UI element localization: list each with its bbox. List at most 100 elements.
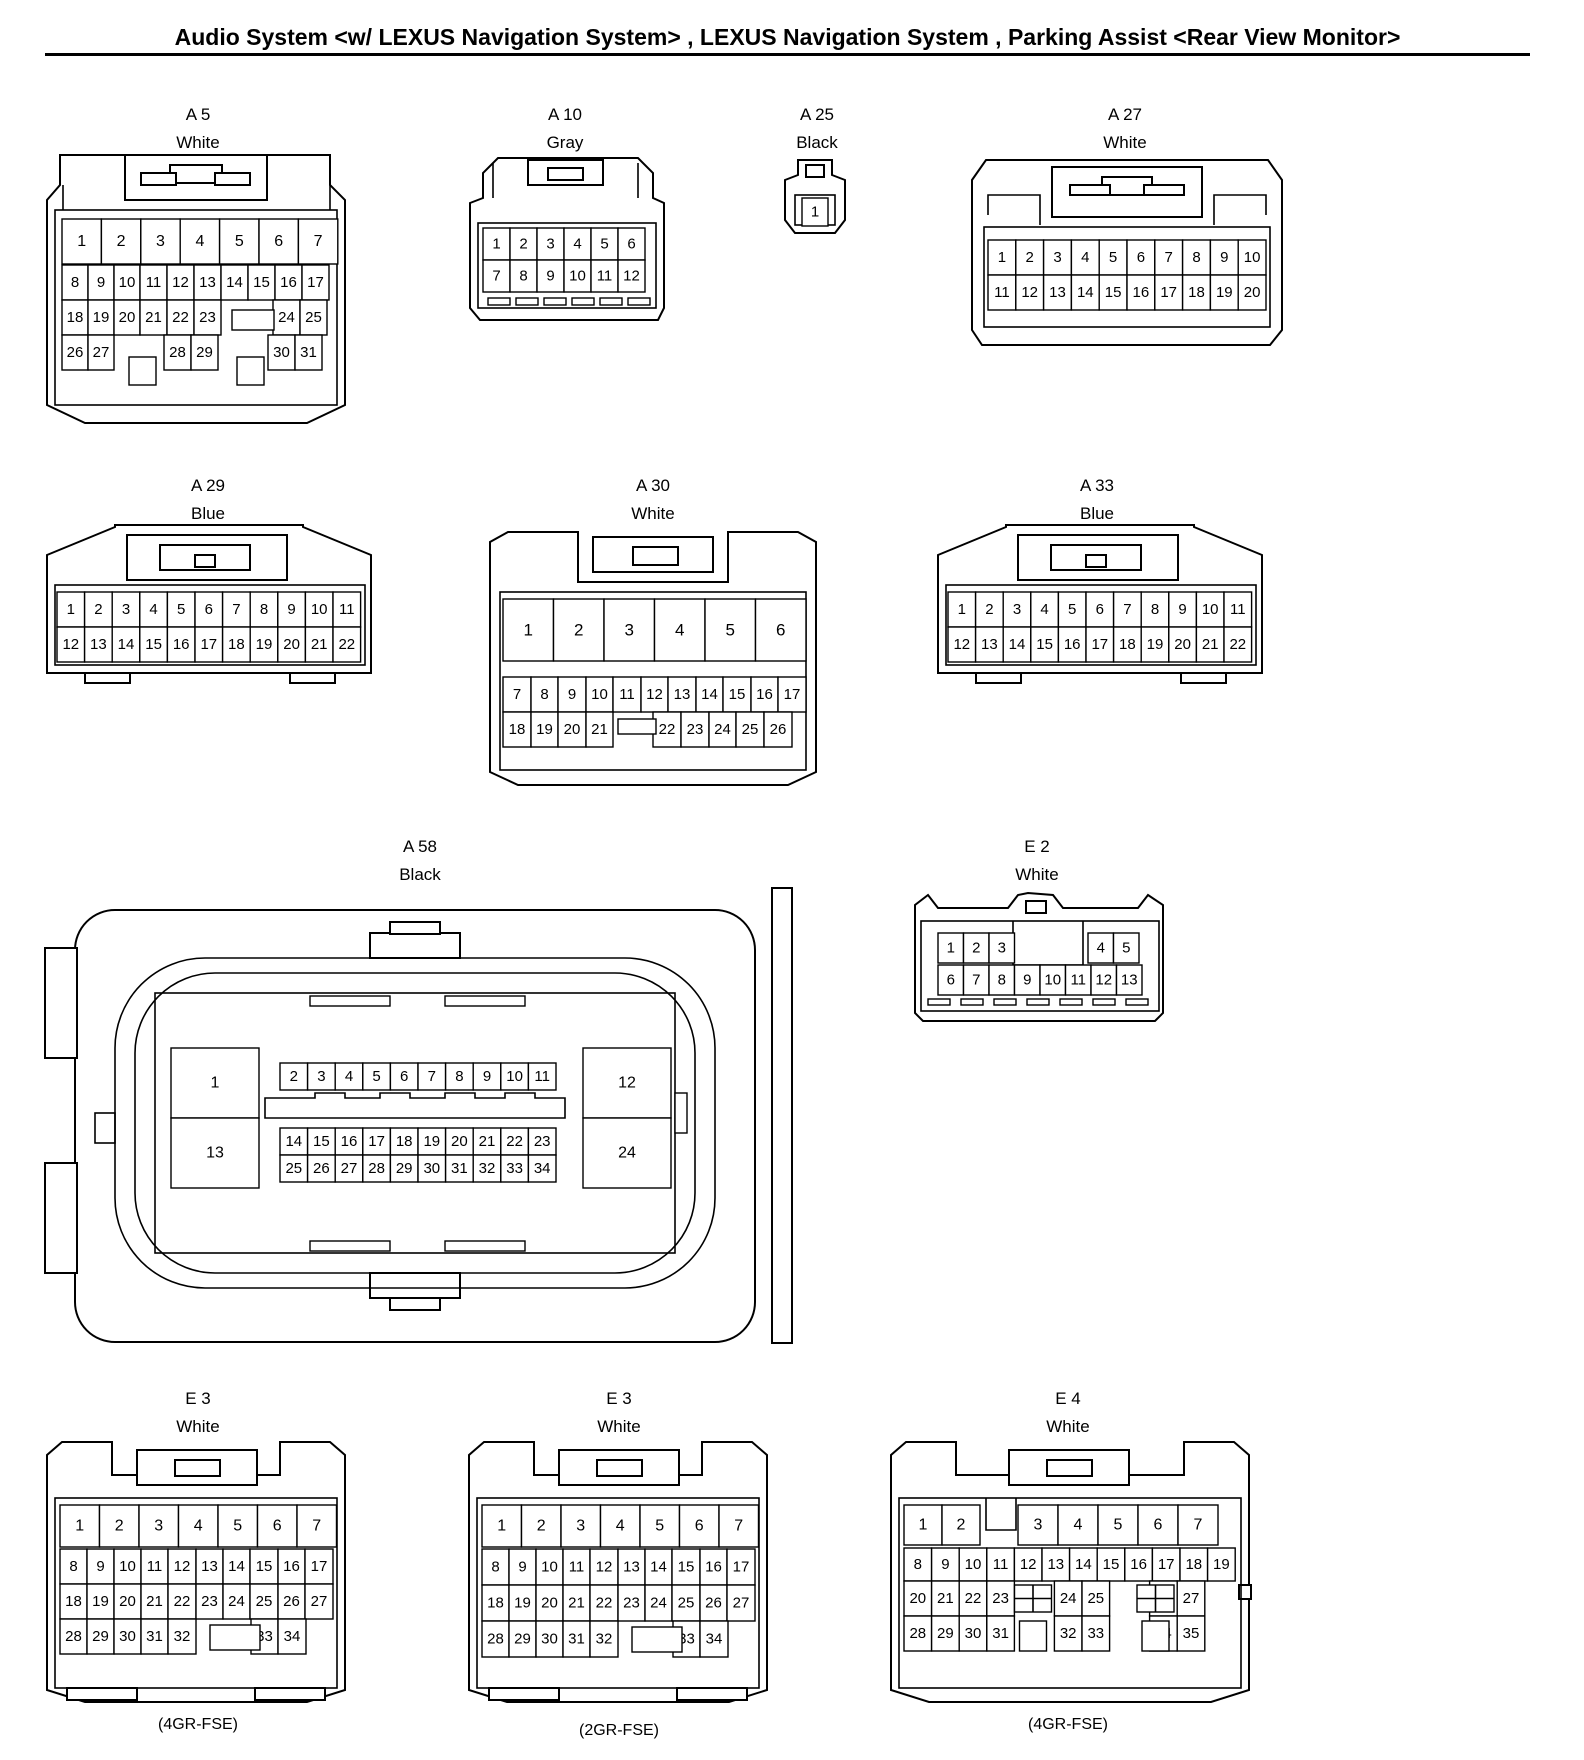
pin-number-A10-11: 11: [597, 268, 613, 285]
pin-number-A33-15: 15: [1036, 636, 1053, 653]
cavity: [301, 264, 330, 301]
pin-number-A33-8: 8: [1151, 601, 1159, 618]
variant-label-e3-2gr: (2GR-FSE): [579, 1722, 659, 1739]
pin-number-E3a-14: 14: [228, 1558, 245, 1575]
pin-number-E2-13: 13: [1121, 972, 1138, 989]
pin-number-E4-22: 22: [965, 1590, 982, 1607]
housing-part: [1092, 998, 1116, 1006]
cavity: [958, 1580, 988, 1617]
cavity: [167, 1618, 197, 1655]
cavity: [986, 1580, 1016, 1617]
pin-number-E4-19: 19: [1213, 1556, 1230, 1573]
pin-number-E2-5: 5: [1122, 940, 1130, 957]
pin-number-A5-12: 12: [172, 274, 189, 291]
housing-part: [369, 1272, 461, 1299]
pin-number-A5-14: 14: [226, 274, 243, 291]
pin-number-A30-12: 12: [646, 686, 663, 703]
cavity: [59, 1504, 101, 1548]
pin-number-A30-6: 6: [776, 621, 785, 640]
housing-part: [983, 226, 1271, 328]
housing-part: [920, 920, 1160, 1012]
pin-number-E3a-30: 30: [119, 1628, 136, 1645]
pin-number-A30-17: 17: [784, 686, 801, 703]
pin-number-A29-19: 19: [256, 636, 273, 653]
pin-number-A33-17: 17: [1091, 636, 1108, 653]
pin-number-A58-10: 10: [506, 1068, 523, 1085]
pin-number-A30-3: 3: [625, 621, 634, 640]
pin-number-E3a-9: 9: [96, 1558, 104, 1575]
pin-number-E4-24: 24: [1060, 1590, 1077, 1607]
pin-number-A58-2: 2: [290, 1068, 298, 1085]
pin-number-A5-22: 22: [172, 309, 189, 326]
pin-number-A10-5: 5: [600, 236, 608, 253]
cavity: [801, 197, 829, 227]
cavity: [582, 1047, 672, 1119]
pin-number-A58-24: 24: [618, 1145, 636, 1162]
pin-number-E3b-21: 21: [568, 1595, 585, 1612]
pin-number-A58-30: 30: [423, 1160, 440, 1177]
housing-part: [515, 297, 539, 306]
pin-number-E2-7: 7: [972, 972, 980, 989]
cavity: [1181, 239, 1212, 276]
cavity: [667, 676, 697, 713]
cavity: [306, 1062, 336, 1091]
pin-number-A10-4: 4: [573, 236, 581, 253]
pin-number-A5-2: 2: [117, 233, 126, 250]
cavity: [113, 1618, 142, 1655]
cavity: [527, 1127, 557, 1156]
pin-number-A27-2: 2: [1026, 249, 1034, 266]
pin-number-E2-11: 11: [1070, 972, 1086, 989]
cavity: [988, 964, 1016, 996]
pin-number-A27-8: 8: [1192, 249, 1200, 266]
pin-number-E3b-4: 4: [616, 1518, 625, 1535]
pin-number-E3a-18: 18: [65, 1593, 82, 1610]
cavity: [644, 1548, 673, 1586]
pin-number-A27-15: 15: [1105, 284, 1122, 301]
cavity: [508, 1584, 537, 1622]
housing-part: [487, 297, 511, 306]
pin-number-E3b-17: 17: [733, 1559, 750, 1576]
cavity: [218, 218, 260, 265]
cavity: [589, 1584, 619, 1622]
pin-number-A5-11: 11: [146, 274, 162, 291]
pin-number-A5-20: 20: [119, 309, 136, 326]
pin-number-E3a-15: 15: [256, 1558, 273, 1575]
housing-part: [309, 1240, 391, 1252]
pin-number-A33-18: 18: [1119, 636, 1136, 653]
housing-part: [676, 1687, 748, 1701]
pin-number-A10-1: 1: [492, 236, 500, 253]
cavity: [612, 676, 642, 713]
cavity: [763, 711, 793, 748]
pin-number-E3a-13: 13: [201, 1558, 218, 1575]
pin-number-E3b-16: 16: [705, 1559, 722, 1576]
pin-number-E4-2: 2: [957, 1517, 966, 1534]
pin-number-A10-6: 6: [627, 236, 635, 253]
housing-part: [771, 887, 793, 1344]
pin-number-E4-20: 20: [909, 1590, 926, 1607]
cavity: [1126, 239, 1156, 276]
pin-number-A29-12: 12: [62, 636, 79, 653]
housing-part: [627, 297, 651, 306]
pin-number-A30-22: 22: [659, 721, 676, 738]
pin-number-A58-32: 32: [479, 1160, 496, 1177]
pin-number-E4-30: 30: [965, 1625, 982, 1642]
pin-number-A27-13: 13: [1049, 284, 1066, 301]
cavity: [222, 1583, 251, 1620]
cavity: [680, 711, 710, 748]
pin-number-A30-21: 21: [591, 721, 608, 738]
pin-number-A33-14: 14: [1009, 636, 1026, 653]
cavity-latch: [1141, 1620, 1170, 1652]
housing-outline: [987, 194, 1267, 225]
cavity: [299, 299, 328, 336]
pin-number-E4-23: 23: [992, 1590, 1009, 1607]
cavity: [98, 1504, 140, 1548]
pin-number-E4-17: 17: [1158, 1556, 1175, 1573]
cavity: [640, 676, 669, 713]
cavity: [552, 598, 605, 662]
